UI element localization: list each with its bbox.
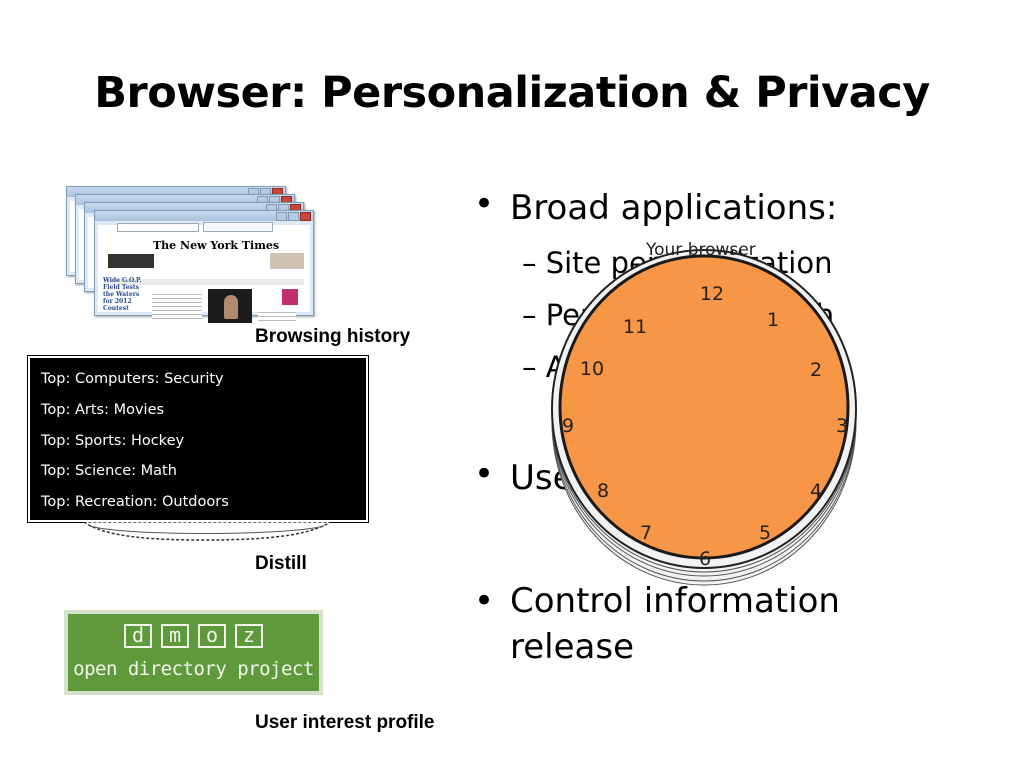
bullet-broad-applications: • Broad applications:	[474, 184, 838, 228]
topic-item: Top: Arts: Movies	[41, 401, 165, 418]
caption-distill: Distill	[255, 553, 307, 574]
clock-overlay: Your browser 12 1 2 3 4 5 6 7 8 9 10 11	[540, 236, 870, 596]
site-logo-thumb	[108, 254, 154, 268]
clock-number: 8	[596, 480, 610, 502]
topic-item: Top: Sports: Hockey	[41, 432, 185, 449]
clock-number: 1	[766, 309, 780, 331]
bullet-control-information: • Control information release	[474, 578, 910, 670]
dmoz-letter: d	[124, 624, 152, 648]
ad-thumb	[270, 253, 304, 269]
topic-item: Top: Computers: Security	[41, 371, 224, 387]
clock-face-svg	[551, 249, 857, 586]
clock-number: 7	[639, 522, 653, 544]
dmoz-tagline: open directory project	[73, 658, 314, 680]
bullet-dot-icon: •	[474, 581, 495, 621]
clock-number: 10	[579, 358, 605, 380]
clock-number: 4	[809, 480, 823, 502]
distill-funnel-graphic	[84, 522, 330, 542]
clock-number: 12	[699, 283, 725, 305]
clock-number: 6	[698, 548, 712, 570]
slide-title: Browser: Personalization & Privacy	[94, 68, 930, 118]
address-bar	[117, 223, 199, 232]
topics-box: Top: Computers: Security Top: Arts: Movi…	[27, 355, 369, 523]
caption-browsing-history: Browsing history	[255, 326, 411, 347]
browser-tab	[203, 222, 273, 232]
clock-number: 9	[561, 415, 575, 437]
clock-face	[558, 254, 850, 560]
topic-item: Top: Recreation: Outdoors	[41, 494, 229, 511]
dmoz-letter: m	[161, 624, 189, 648]
bullet-dot-icon: •	[474, 184, 495, 224]
caption-user-interest-profile: User interest profile	[255, 712, 435, 733]
topic-item: Top: Science: Math	[41, 463, 177, 480]
clock-label: Your browser	[646, 240, 756, 260]
nyt-headline: The New York Times	[153, 239, 280, 252]
clock-number: 2	[809, 359, 823, 381]
site-nav-thumb	[104, 279, 304, 285]
browser-screenshots: The New York Times Wide G.O.P. Field Tes…	[66, 186, 316, 323]
browser-window-front: The New York Times Wide G.O.P. Field Tes…	[94, 210, 314, 323]
news-thumb	[282, 289, 298, 305]
bullet-dot-icon: •	[474, 454, 495, 494]
clock-number: 11	[622, 316, 648, 338]
nyt-story: Wide G.O.P. Field Tests the Waters for 2…	[103, 277, 142, 312]
dmoz-letter: o	[198, 624, 226, 648]
news-photo	[208, 289, 252, 323]
clock-number: 5	[758, 522, 772, 544]
dmoz-logo: d m o z open directory project	[64, 610, 323, 695]
clock-number: 3	[835, 415, 849, 437]
dmoz-letter: z	[235, 624, 263, 648]
